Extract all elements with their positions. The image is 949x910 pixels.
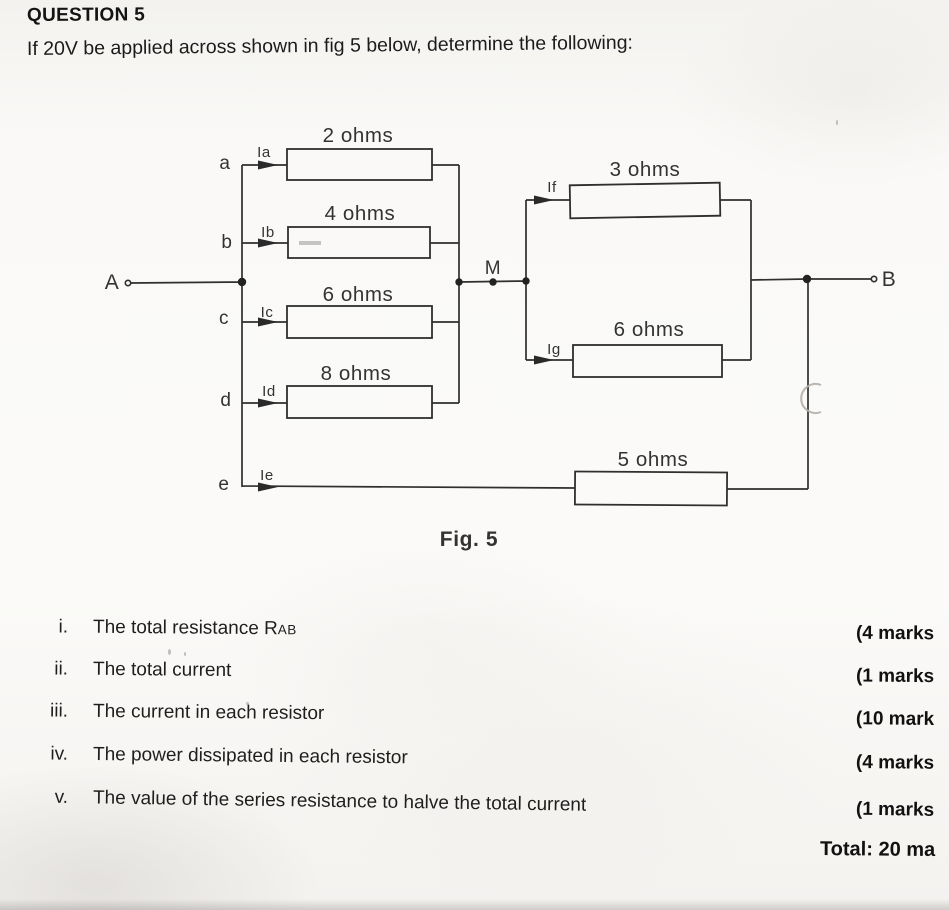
terminal-a-circle — [124, 279, 132, 287]
current-if-label: If — [547, 179, 557, 196]
terminal-b-circle — [870, 275, 878, 283]
item-i-numeral: i. — [58, 616, 69, 638]
item-iv-marks: (4 marks — [855, 751, 935, 774]
scan-speck — [168, 649, 171, 655]
arrow-ie — [258, 482, 278, 492]
resistor-a-box — [286, 148, 433, 181]
resistor-a-value: 2 ohms — [323, 124, 394, 147]
junction-dot-m-right — [522, 277, 530, 285]
item-ii-numeral: ii. — [54, 658, 69, 680]
node-e-label: e — [218, 474, 229, 495]
arrow-ib — [258, 238, 278, 248]
item-i-marks: (4 marks — [855, 622, 935, 645]
arrow-ig — [534, 355, 554, 365]
item-ii-text: The total current — [92, 658, 232, 682]
resistor-e-value: 5 ohms — [618, 448, 689, 471]
item-v-numeral: v. — [54, 786, 69, 809]
item-iii-marks: (10 mark — [855, 708, 935, 730]
item-iv-numeral: iv. — [50, 743, 69, 765]
resistor-b-value: 4 ohms — [325, 202, 396, 225]
item-iii-numeral: iii. — [49, 700, 69, 722]
resistor-b-box — [287, 226, 431, 259]
junction-dot-m — [489, 278, 497, 286]
current-id-label: Id — [262, 383, 276, 400]
item-ii-marks: (1 marks — [855, 665, 935, 688]
resistor-g-box — [572, 344, 723, 378]
stray-arc-mark — [800, 383, 822, 414]
terminal-a-label: A — [105, 271, 120, 294]
resistor-e-box — [573, 470, 729, 507]
resistor-c-box — [286, 305, 433, 339]
item-i-subscript: AB — [277, 622, 297, 638]
resistor-c-value: 6 ohms — [323, 283, 394, 306]
node-c-label: c — [219, 308, 229, 329]
junction-dot-b — [802, 274, 812, 284]
scan-speck — [184, 652, 186, 656]
arrow-if — [534, 195, 554, 205]
node-a-label: a — [219, 153, 230, 174]
item-i-text-main: The total resistance R — [92, 616, 278, 640]
current-ib-label: Ib — [261, 224, 275, 241]
arrow-ic — [258, 317, 278, 327]
circuit-wires — [130, 164, 871, 490]
junction-dot-a — [237, 277, 247, 287]
current-ic-label: Ic — [261, 304, 274, 321]
junction-dot-m-left — [455, 278, 463, 286]
item-v-marks: (1 marks — [855, 798, 935, 821]
current-ia-label: Ia — [257, 144, 271, 161]
arrow-id — [258, 398, 278, 408]
figure-caption: Fig. 5 — [440, 528, 498, 551]
item-iii-text: The current in each resistor — [92, 700, 325, 725]
resistor-f-box — [568, 181, 722, 220]
node-d-label: d — [220, 390, 231, 411]
terminal-b-label: B — [882, 268, 897, 291]
item-i-text: The total resistance RAB — [93, 617, 297, 641]
total-marks: Total: 20 ma — [819, 838, 936, 862]
resistor-d-box — [286, 385, 433, 419]
scan-speck — [836, 120, 838, 125]
arrow-ia — [258, 160, 278, 170]
scan-speck — [246, 702, 249, 705]
item-iv-text: The power dissipated in each resistor — [92, 743, 408, 769]
current-ig-label: Ig — [547, 341, 561, 358]
node-b-label: b — [221, 232, 232, 253]
resistor-d-value: 8 ohms — [321, 362, 392, 385]
resistor-f-value: 3 ohms — [610, 158, 681, 181]
node-m-label: M — [485, 258, 501, 279]
resistor-g-value: 6 ohms — [614, 318, 685, 341]
current-ie-label: Ie — [260, 467, 274, 484]
